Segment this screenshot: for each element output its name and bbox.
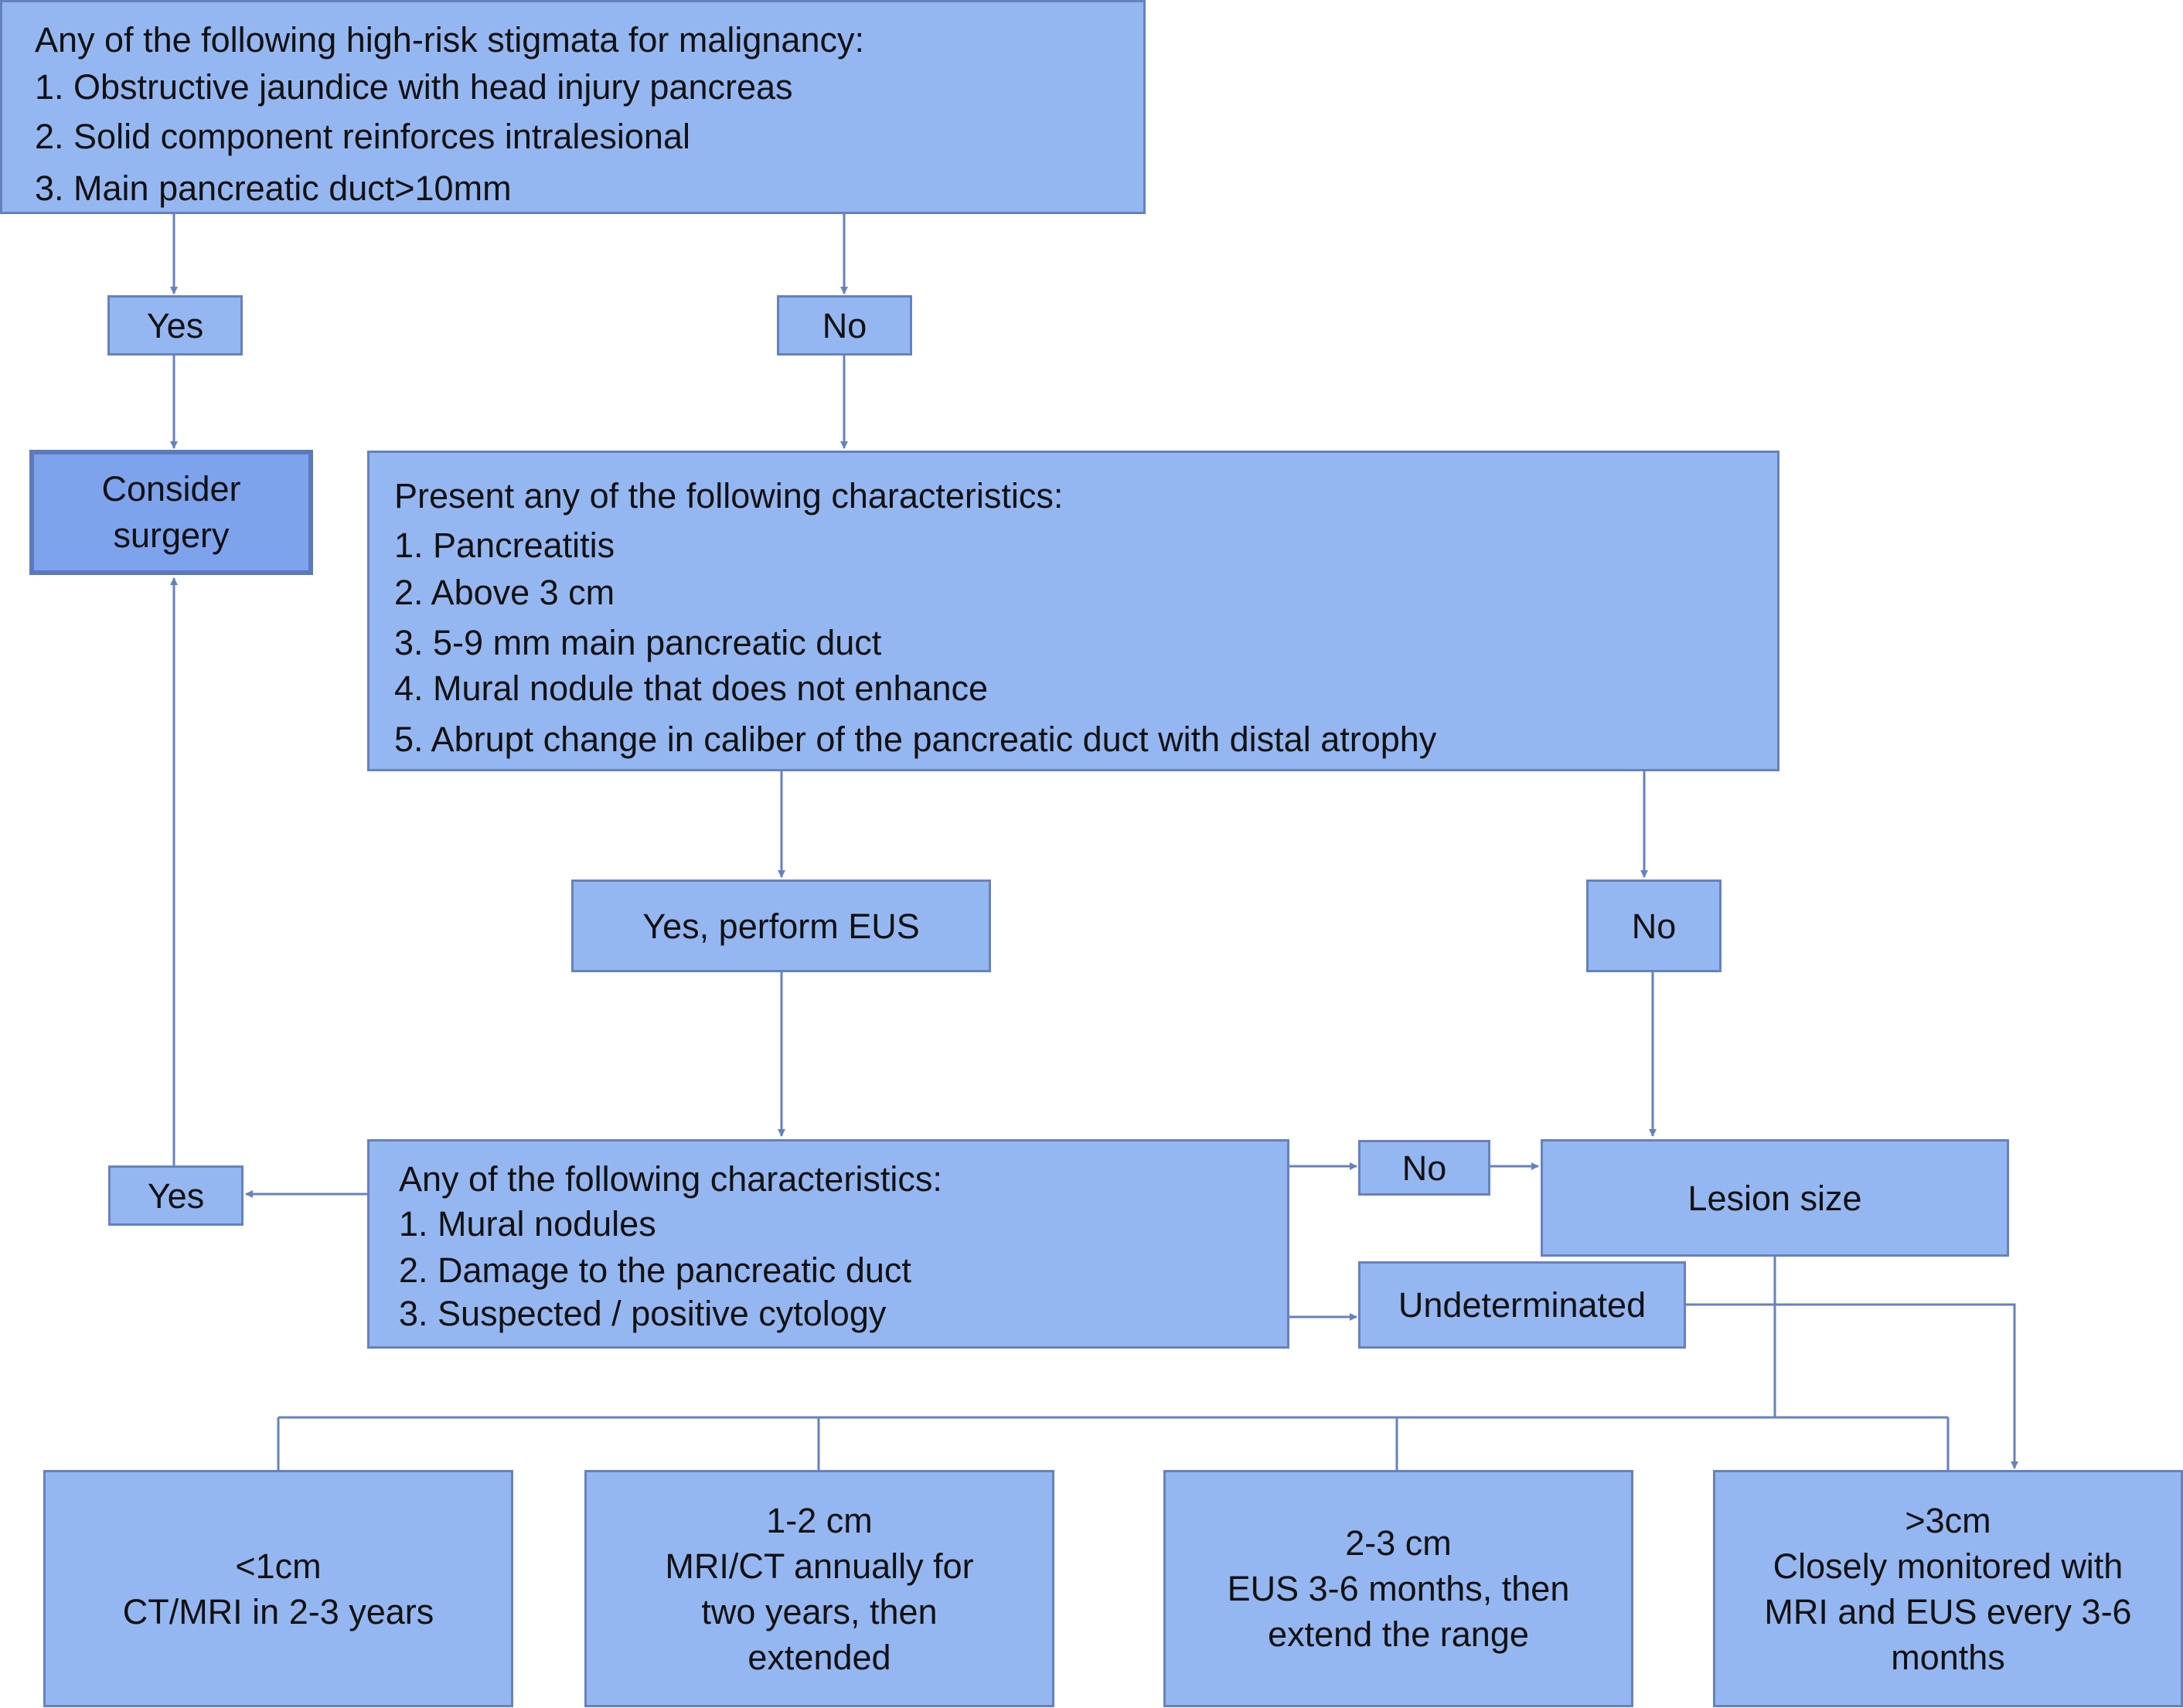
eus-characteristics-box: Any of the following characteristics: 1.… (367, 1139, 1289, 1349)
characteristics-item-3: 3. 5-9 mm main pancreatic duct (394, 623, 882, 662)
outcome-2-3cm: 2-3 cm EUS 3-6 months, then extend the r… (1163, 1470, 1633, 1707)
characteristics-item-5: 5. Abrupt change in caliber of the pancr… (394, 720, 1437, 759)
high-risk-item-2: 2. Solid component reinforces intralesio… (35, 117, 690, 156)
outcome-1-line-2: CT/MRI in 2-3 years (122, 1591, 434, 1631)
high-risk-stigmata-box: Any of the following high-risk stigmata … (0, 0, 1146, 214)
high-risk-item-1: 1. Obstructive jaundice with head injury… (35, 67, 793, 107)
outcome-3-line-3: extend the range (1268, 1614, 1529, 1654)
high-risk-title: Any of the following high-risk stigmata … (35, 20, 864, 60)
characteristics-box: Present any of the following characteris… (367, 451, 1779, 771)
outcome-over-3cm: >3cm Closely monitored with MRI and EUS … (1713, 1470, 2183, 1707)
consider-surgery-line-2: surgery (113, 515, 230, 555)
no-mid-label: No (1631, 906, 1677, 946)
characteristics-title: Present any of the following characteris… (394, 476, 1064, 515)
outcome-4-line-1: >3cm (1905, 1500, 1991, 1540)
no-eus-box: No (1358, 1140, 1490, 1196)
outcome-3-line-1: 2-3 cm (1345, 1523, 1452, 1563)
no-top-box: No (777, 295, 912, 356)
high-risk-item-3: 3. Main pancreatic duct>10mm (35, 168, 512, 208)
eus-characteristics-item-1: 1. Mural nodules (399, 1204, 656, 1244)
lesion-size-box: Lesion size (1541, 1139, 2009, 1257)
undeterminated-box: Undeterminated (1358, 1261, 1686, 1349)
yes-eus-box: Yes (108, 1165, 244, 1226)
outcome-1-line-1: <1cm (235, 1546, 322, 1586)
arrow-undeterminated-to-over3cm (1684, 1303, 2018, 1469)
eus-characteristics-item-2: 2. Damage to the pancreatic duct (399, 1250, 911, 1290)
characteristics-item-4: 4. Mural nodule that does not enhance (394, 669, 989, 708)
outcome-2-line-2: MRI/CT annually for (665, 1546, 974, 1586)
no-eus-label: No (1401, 1148, 1447, 1188)
yes-top-label: Yes (146, 305, 204, 345)
consider-surgery-box: Consider surgery (29, 450, 313, 575)
consider-surgery-line-1: Consider (101, 469, 241, 509)
outcome-4-line-4: months (1891, 1637, 2005, 1677)
outcome-1-2cm: 1-2 cm MRI/CT annually for two years, th… (584, 1470, 1054, 1707)
lesion-size-label: Lesion size (1687, 1178, 1862, 1218)
no-top-label: No (822, 305, 867, 345)
eus-characteristics-title: Any of the following characteristics: (399, 1159, 942, 1199)
undeterminated-label: Undeterminated (1398, 1285, 1647, 1325)
outcome-4-line-2: Closely monitored with (1773, 1546, 2123, 1586)
outcome-2-line-4: extended (748, 1637, 891, 1677)
characteristics-item-1: 1. Pancreatitis (394, 526, 615, 565)
no-mid-box: No (1586, 880, 1722, 972)
characteristics-item-2: 2. Above 3 cm (394, 573, 615, 612)
outcome-3-line-2: EUS 3-6 months, then (1227, 1569, 1570, 1608)
perform-eus-box: Yes, perform EUS (571, 880, 991, 972)
perform-eus-label: Yes, perform EUS (642, 906, 920, 946)
outcome-2-line-3: two years, then (701, 1591, 938, 1631)
outcome-2-line-1: 1-2 cm (766, 1500, 873, 1540)
outcome-4-line-3: MRI and EUS every 3-6 (1764, 1591, 2132, 1631)
yes-eus-label: Yes (147, 1176, 205, 1216)
outcome-under-1cm: <1cm CT/MRI in 2-3 years (43, 1470, 513, 1707)
eus-characteristics-item-3: 3. Suspected / positive cytology (399, 1294, 887, 1333)
yes-top-box: Yes (107, 295, 243, 356)
